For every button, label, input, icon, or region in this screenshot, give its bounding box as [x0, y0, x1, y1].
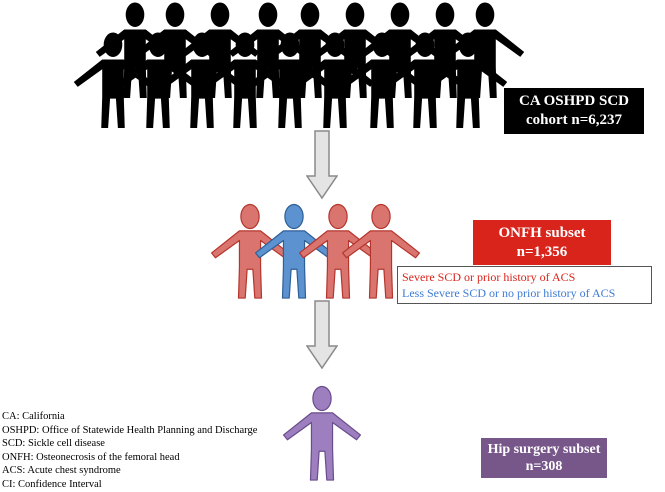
person-icon: [295, 32, 375, 129]
person-icon: [298, 203, 378, 299]
person-icon: [180, 2, 260, 99]
person-icon: [95, 2, 175, 99]
hip-surgery-box: Hip surgery subset n=308: [481, 438, 607, 478]
person-icon: [270, 2, 350, 99]
abbreviation-item: CA: California: [2, 411, 65, 422]
cohort-count: cohort n=6,237: [525, 112, 623, 128]
person-icon: [118, 32, 198, 129]
person-icon: [385, 32, 465, 129]
person-icon: [315, 2, 395, 99]
onfh-subset-box: ONFH subset n=1,356: [473, 220, 611, 265]
cohort-title: CA OSHPD SCD: [518, 93, 630, 110]
legend-severe: Severe SCD or prior history of ACS: [402, 270, 576, 284]
legend-less-severe: Less Severe SCD or no prior history of A…: [402, 286, 616, 300]
down-arrow-icon: [306, 300, 338, 370]
person-icon: [282, 385, 362, 481]
person-icon: [135, 2, 215, 99]
person-icon: [228, 2, 308, 99]
abbreviation-item: ACS: Acute chest syndrome: [2, 465, 121, 476]
person-icon: [341, 203, 421, 299]
person-icon: [205, 32, 285, 129]
person-icon: [405, 2, 485, 99]
person-icon: [250, 32, 330, 129]
person-icon: [73, 32, 153, 129]
hip-title: Hip surgery subset: [487, 441, 601, 457]
abbreviation-item: OSHPD: Office of Statewide Health Planni…: [2, 424, 258, 436]
onfh-title: ONFH subset: [498, 224, 586, 241]
down-arrow-icon: [306, 130, 338, 200]
person-icon: [254, 203, 334, 299]
person-icon: [210, 203, 290, 299]
onfh-count: n=1,356: [516, 243, 568, 260]
person-icon: [445, 2, 525, 99]
person-icon: [428, 32, 508, 129]
person-icon: [360, 2, 440, 99]
cohort-box: CA OSHPD SCD cohort n=6,237: [504, 88, 644, 134]
abbreviation-list: CA: California OSHPD: Office of Statewid…: [2, 410, 257, 491]
abbreviation-item: SCD: Sickle cell disease: [2, 438, 105, 449]
person-icon: [342, 32, 422, 129]
severity-legend: Severe SCD or prior history of ACS Less …: [397, 266, 652, 304]
person-icon: [162, 32, 242, 129]
hip-count: n=308: [525, 459, 563, 474]
abbreviation-item: CI: Confidence Interval: [2, 478, 102, 490]
abbreviation-item: ONFH: Osteonecrosis of the femoral head: [2, 451, 180, 463]
